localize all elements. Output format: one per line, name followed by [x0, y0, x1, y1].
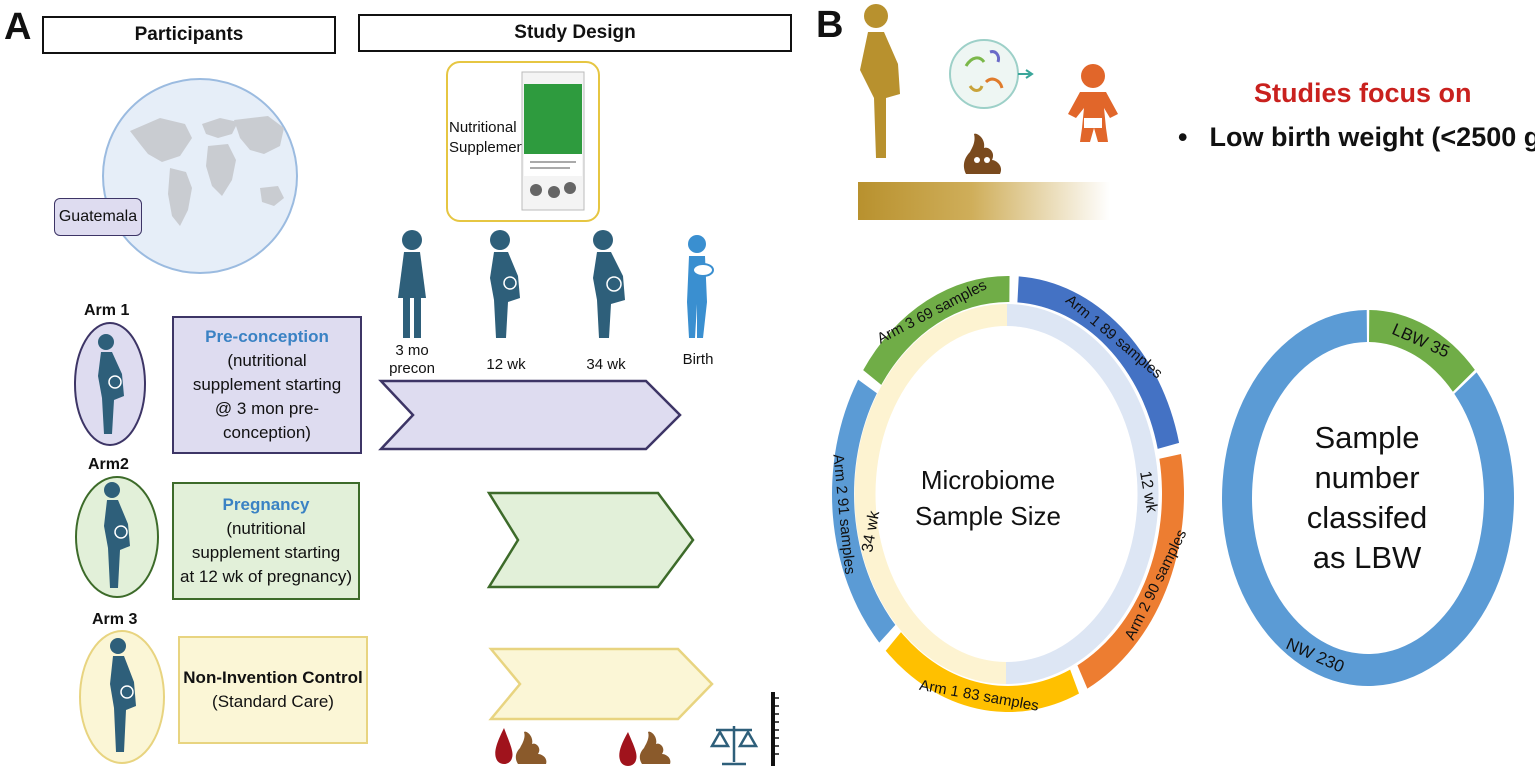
- ring2-center-line3: classifed: [1306, 500, 1428, 535]
- ring1-inner-34wk-band: [854, 303, 1007, 684]
- arm3-pregnant-icon: [79, 630, 165, 764]
- timeline-birth: Birth: [682, 351, 714, 368]
- ring2-center-line1: Sample: [1314, 420, 1420, 455]
- arm1-description-box: Pre-conception (nutritional supplement s…: [172, 316, 362, 454]
- arm3-label: Arm 3: [92, 611, 138, 628]
- arm3-title: Non-Invention Control: [183, 668, 363, 687]
- timeline-3mo-precon: 3 mo precon: [384, 342, 440, 378]
- arm2-title: Pregnancy: [222, 495, 310, 514]
- arm2-desc-line3: at 12 wk of pregnancy): [180, 567, 352, 586]
- arm3-description-box: Non-Invention Control (Standard Care): [178, 636, 368, 744]
- supplement-label-line1: Nutritional: [449, 119, 517, 136]
- arm1-pregnant-icon: [74, 322, 146, 446]
- ring1-center-title: Microbiome Sample Size: [900, 462, 1076, 534]
- focus-item-text: Low birth weight (<2500 g): [1209, 122, 1535, 152]
- arm2-desc-line1: (nutritional: [226, 519, 306, 538]
- pregnant-woman-gold-icon: [860, 4, 900, 158]
- arm1-desc-line1: (nutritional: [227, 351, 307, 370]
- ring1-segment: [863, 276, 1010, 385]
- arm3-timeline-arrow: [488, 647, 714, 721]
- arm2-desc-line2: supplement starting: [191, 543, 341, 562]
- arm2-description-box: Pregnancy (nutritional supplement starti…: [172, 482, 360, 600]
- blood-stool-sample-icon-1: [495, 728, 547, 764]
- height-ruler-icon: [771, 692, 779, 766]
- ring1-center-line1: Microbiome: [920, 465, 1056, 495]
- supplement-label: Nutritional Supplement: [449, 118, 529, 158]
- arm1-timeline-arrow: [378, 379, 682, 451]
- ring1-segment: [1077, 453, 1184, 689]
- pregnant-34wk-icon: [593, 230, 625, 338]
- blood-stool-sample-icon-2: [619, 731, 671, 766]
- world-globe-icon: [102, 78, 298, 274]
- birth-mother-baby-icon: [687, 235, 714, 338]
- guatemala-label: Guatemala: [54, 198, 142, 236]
- ring1-center-line2: Sample Size: [915, 501, 1061, 531]
- panel-b-letter: B: [816, 4, 844, 46]
- arm3-desc-line1: (Standard Care): [212, 692, 334, 711]
- panel-a-letter: A: [4, 6, 32, 48]
- arm1-desc-line2: supplement starting: [192, 375, 342, 394]
- arm2-timeline-arrow: [486, 491, 695, 589]
- ring1-inner-12wk-band: [1006, 304, 1159, 685]
- participants-header: Participants: [42, 16, 336, 54]
- ring2-center-title: Sample number classifed as LBW: [1282, 418, 1452, 578]
- focus-title: Studies focus on: [1254, 78, 1472, 108]
- timeline-34wk: 34 wk: [586, 356, 626, 373]
- ring1-segment: [832, 379, 896, 643]
- microbiome-petri-icon: [949, 39, 1034, 109]
- arm2-pregnant-icon: [75, 476, 159, 598]
- timeline-3mo-line2: precon: [389, 360, 435, 377]
- pregnant-12wk-icon: [490, 230, 520, 338]
- stool-sample-icon: [963, 133, 1002, 174]
- arm2-label: Arm2: [88, 456, 129, 473]
- timeline-3mo-line1: 3 mo: [395, 342, 429, 359]
- ring2-center-line4: as LBW: [1312, 540, 1422, 575]
- woman-precon-icon: [398, 230, 426, 338]
- supplement-packet-icon: [521, 71, 585, 211]
- ring2-segment: [1369, 310, 1475, 392]
- arm1-desc-line3: @ 3 mon pre-: [214, 399, 320, 418]
- weight-scale-icon: [709, 726, 759, 766]
- ring2-center-line2: number: [1314, 460, 1420, 495]
- ring1-segment: [1017, 276, 1180, 449]
- supplement-label-line2: Supplement: [449, 139, 530, 156]
- timeline-gradient-bar: [858, 182, 1110, 220]
- timeline-12wk: 12 wk: [486, 356, 526, 373]
- arm1-title: Pre-conception: [205, 327, 329, 346]
- arm1-label: Arm 1: [84, 302, 130, 319]
- baby-icon: [1068, 64, 1118, 142]
- focus-bullet: •: [1178, 122, 1188, 152]
- arm1-desc-line4: conception): [223, 423, 311, 442]
- ring1-segment: [885, 632, 1080, 712]
- focus-list-item: • Low birth weight (<2500 g): [1178, 122, 1535, 153]
- study-design-header: Study Design: [358, 14, 792, 52]
